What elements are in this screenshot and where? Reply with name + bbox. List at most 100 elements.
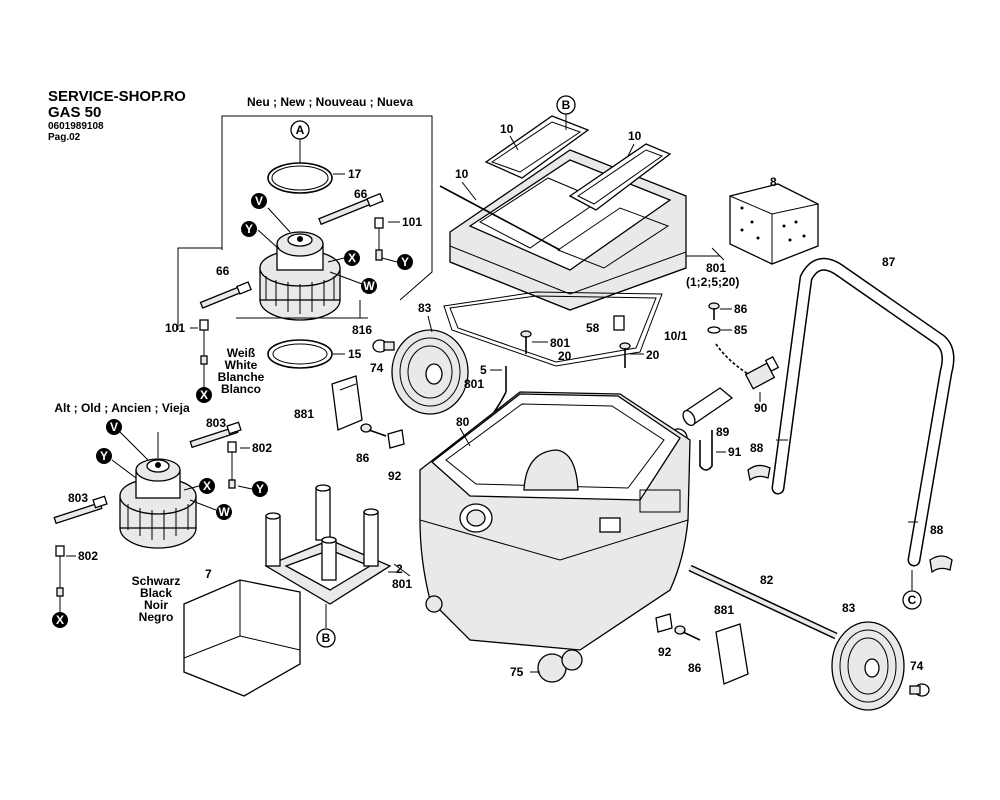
- bracket-92-left: 92: [387, 429, 405, 483]
- label-801-bottom: 801: [392, 577, 412, 591]
- caster-wheels-75: 75: [425, 595, 583, 683]
- new-motor-caption: Neu ; New ; Nouveau ; Nueva: [247, 95, 413, 109]
- new-motor-bracket: [221, 115, 433, 301]
- screw-86-right: 86: [674, 625, 702, 675]
- wheel-83-right: 83: [831, 601, 905, 711]
- label-801-note: (1;2;5;20): [686, 275, 739, 289]
- latch-881-left: 881: [294, 375, 363, 431]
- svg-text:C: C: [908, 593, 917, 607]
- black-caption-fr: Noir: [144, 598, 168, 612]
- latch-881-right: 881: [714, 603, 749, 685]
- white-caption-es: Blanco: [221, 382, 261, 396]
- push-handle-87: 87: [771, 255, 955, 567]
- new-motor-group: Neu ; New ; Nouveau ; Nueva 17 15: [165, 95, 433, 403]
- page-number: Pag.02: [48, 132, 81, 143]
- label-801-rod: 801: [464, 377, 484, 391]
- latch-58: [613, 315, 625, 331]
- motor-seal-ring-15: [267, 339, 333, 369]
- label-101-top: 101: [402, 215, 422, 229]
- label-88-upper: 88: [750, 441, 764, 455]
- wire-marker-v-old: [106, 419, 122, 435]
- label-15: 15: [348, 347, 362, 361]
- svg-text:W: W: [363, 279, 375, 293]
- svg-text:X: X: [348, 251, 356, 265]
- black-caption-en: Black: [140, 586, 172, 600]
- svg-text:A: A: [296, 123, 305, 137]
- svg-text:83: 83: [418, 301, 432, 315]
- new-motor-unit: [259, 231, 341, 321]
- label-803-top: 803: [206, 416, 226, 430]
- carbon-brush-803-right: [189, 421, 242, 449]
- svg-text:881: 881: [294, 407, 314, 421]
- svg-text:80: 80: [456, 415, 470, 429]
- label-10-1: 10/1: [664, 329, 688, 343]
- svg-text:W: W: [218, 505, 230, 519]
- label-17: 17: [348, 167, 362, 181]
- bracket-92-right: 92: [655, 613, 673, 659]
- white-caption-de: Weiß: [227, 346, 255, 360]
- wire-marker-w-old: [216, 504, 232, 520]
- svg-text:74: 74: [910, 659, 924, 673]
- clip-91: [699, 430, 713, 471]
- svg-text:75: 75: [510, 665, 524, 679]
- label-86-top: 86: [734, 302, 748, 316]
- connector-802-right: [227, 441, 250, 489]
- svg-text:Y: Y: [100, 449, 108, 463]
- connector-802-left: [55, 545, 76, 597]
- shop-name: SERVICE-SHOP.RO: [48, 88, 186, 105]
- bag-holder-7: 7: [183, 567, 301, 697]
- wheel-83-left: 83: [391, 301, 469, 415]
- old-motor-unit: [119, 432, 197, 549]
- filter-gasket-10: [484, 115, 672, 211]
- svg-text:86: 86: [688, 661, 702, 675]
- old-motor-group: Alt ; Old ; Ancien ; Vieja 803 803: [52, 401, 272, 628]
- old-motor-caption: Alt ; Old ; Ancien ; Vieja: [54, 401, 190, 415]
- wire-marker-x-new-1: [344, 250, 360, 266]
- cable-plug-90: 90: [715, 343, 780, 415]
- svg-text:B: B: [322, 631, 331, 645]
- svg-text:7: 7: [205, 567, 212, 581]
- label-66-top: 66: [354, 187, 368, 201]
- label-801-screw: 801: [550, 336, 570, 350]
- label-801-top: 801: [706, 261, 726, 275]
- svg-text:X: X: [56, 613, 64, 627]
- label-88-lower: 88: [930, 523, 944, 537]
- label-20-right: 20: [646, 348, 660, 362]
- label-101-left: 101: [165, 321, 185, 335]
- white-caption-en: White: [225, 358, 258, 372]
- label-66-left: 66: [216, 264, 230, 278]
- svg-text:881: 881: [714, 603, 734, 617]
- carbon-brush-66-right: [318, 192, 384, 226]
- holder-88-upper: [747, 464, 771, 482]
- screw-801-20: [520, 330, 548, 354]
- svg-text:Y: Y: [401, 255, 409, 269]
- svg-text:82: 82: [760, 573, 774, 587]
- svg-text:92: 92: [658, 645, 672, 659]
- wire-marker-x-old-2: [52, 612, 68, 628]
- wire-marker-y-old-1: [96, 448, 112, 464]
- motor-gasket-ring-17: [267, 162, 333, 194]
- wire-marker-x-old-1: [199, 478, 215, 494]
- svg-text:86: 86: [356, 451, 370, 465]
- carbon-brush-803-left: [53, 495, 108, 525]
- axle-cap-74-left: 74: [370, 339, 395, 375]
- svg-text:Y: Y: [245, 222, 253, 236]
- white-caption-fr: Blanche: [218, 370, 265, 384]
- label-91: 91: [728, 445, 742, 459]
- svg-text:90: 90: [754, 401, 768, 415]
- screw-20: [619, 342, 644, 368]
- black-caption-es: Negro: [139, 610, 174, 624]
- wire-marker-y-new-2: [397, 254, 413, 270]
- wire-marker-y-new-1: [241, 221, 257, 237]
- wire-marker-y-old-2: [252, 481, 268, 497]
- label-5: 5: [480, 363, 487, 377]
- svg-text:83: 83: [842, 601, 856, 615]
- axle-cap-74-right: 74: [909, 659, 930, 697]
- screw-86-left: 86: [356, 423, 387, 465]
- part-number: 0601989108: [48, 121, 104, 132]
- motor-housing-cover: [439, 149, 687, 311]
- reference-marker-b-top: [556, 95, 576, 115]
- main-container-80: 80: [419, 391, 691, 651]
- reference-marker-a: [290, 120, 310, 140]
- label-58: 58: [586, 321, 600, 335]
